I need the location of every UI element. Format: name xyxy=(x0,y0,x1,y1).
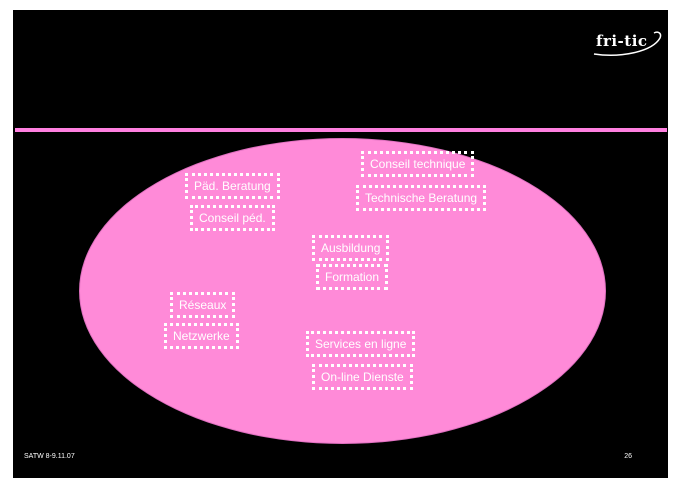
label-formation: Formation xyxy=(316,264,389,290)
pink-ellipse xyxy=(79,138,606,444)
label-paed-beratung: Päd. Beratung xyxy=(185,173,280,199)
label-services-en-ligne: Services en ligne xyxy=(306,331,416,357)
slide: fri-tic Päd. Beratung Conseil péd. Conse… xyxy=(13,10,668,478)
label-conseil-ped: Conseil péd. xyxy=(190,205,275,231)
label-online-dienste: On-line Dienste xyxy=(312,364,413,390)
logo-swoosh-icon xyxy=(593,31,662,56)
label-reseaux: Réseaux xyxy=(170,292,236,318)
pink-divider xyxy=(15,128,667,132)
label-ausbildung: Ausbildung xyxy=(312,235,390,261)
label-technische-beratung: Technische Beratung xyxy=(356,185,487,211)
fri-tic-logo: fri-tic xyxy=(590,28,664,58)
page-number: 26 xyxy=(624,453,632,460)
footer-date: SATW 8-9.11.07 xyxy=(24,453,75,460)
label-netzwerke: Netzwerke xyxy=(164,323,239,349)
label-conseil-technique: Conseil technique xyxy=(361,151,475,177)
logo-text: fri-tic xyxy=(596,32,648,50)
